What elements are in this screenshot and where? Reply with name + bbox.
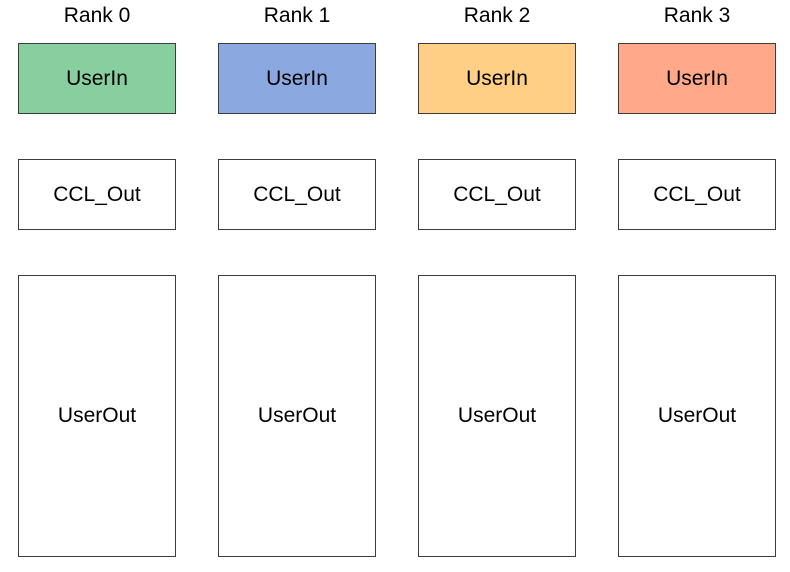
rank-label: Rank 3 <box>663 4 731 27</box>
rank-column-3: Rank 3 UserIn CCL_Out UserOut <box>618 0 776 572</box>
rank-label: Rank 2 <box>463 4 531 27</box>
userout-buffer: UserOut <box>618 275 776 557</box>
userout-buffer: UserOut <box>18 275 176 557</box>
ccl-out-buffer: CCL_Out <box>618 159 776 230</box>
rank-label: Rank 0 <box>63 4 131 27</box>
ccl-out-buffer: CCL_Out <box>18 159 176 230</box>
userout-buffer: UserOut <box>418 275 576 557</box>
userin-buffer: UserIn <box>218 43 376 114</box>
rank-column-2: Rank 2 UserIn CCL_Out UserOut <box>418 0 576 572</box>
rank-label: Rank 1 <box>263 4 331 27</box>
userin-buffer: UserIn <box>418 43 576 114</box>
userout-buffer: UserOut <box>218 275 376 557</box>
rank-column-1: Rank 1 UserIn CCL_Out UserOut <box>218 0 376 572</box>
ccl-out-buffer: CCL_Out <box>418 159 576 230</box>
rank-column-0: Rank 0 UserIn CCL_Out UserOut <box>18 0 176 572</box>
userin-buffer: UserIn <box>618 43 776 114</box>
ccl-out-buffer: CCL_Out <box>218 159 376 230</box>
userin-buffer: UserIn <box>18 43 176 114</box>
